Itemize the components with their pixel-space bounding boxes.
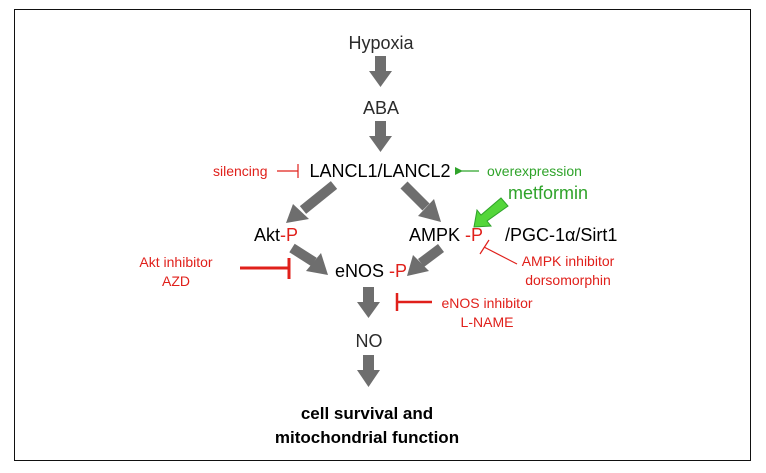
arrow-aba-to-lancl	[369, 121, 392, 152]
node-hypoxia: Hypoxia	[348, 33, 414, 53]
label-overexpression: overexpression	[487, 163, 582, 179]
ampk-phospho: -P	[465, 225, 484, 245]
enos-phospho: -P	[389, 261, 408, 281]
node-enos: eNOS -P	[335, 262, 407, 280]
arrow-lancl-to-ampk	[400, 181, 441, 222]
label-metformin: metformin	[508, 183, 589, 203]
arrow-ampk-to-enos	[407, 244, 444, 276]
node-ampk: AMPK -P	[409, 226, 483, 244]
enos-label: eNOS	[335, 261, 385, 281]
ampk-inhibitor-line	[479, 239, 518, 265]
node-aba: ABA	[362, 98, 400, 118]
arrow-no-to-outcome	[357, 355, 380, 387]
label-enos-inhibitor-drug: L-NAME	[460, 314, 514, 330]
arrow-akt-to-enos	[289, 243, 328, 275]
enos-inhibitor-line	[395, 293, 432, 311]
label-akt-inhibitor-drug: AZD	[162, 273, 190, 289]
node-pgc1a-sirt1: /PGC-1α/Sirt1	[505, 225, 618, 245]
label-ampk-inhibitor: AMPK inhibitor	[521, 253, 615, 269]
label-enos-inhibitor: eNOS inhibitor	[441, 295, 533, 311]
akt-label: Akt	[254, 225, 281, 245]
outcome-line-2: mitochondrial function	[274, 428, 460, 447]
label-akt-inhibitor: Akt inhibitor	[139, 254, 213, 270]
ampk-label: AMPK	[409, 225, 461, 245]
metformin-arrow	[473, 197, 509, 228]
arrow-enos-to-no	[357, 287, 380, 318]
silencing-inhibition-line	[277, 164, 299, 178]
node-no: NO	[355, 331, 383, 351]
outcome-line-1: cell survival and	[300, 404, 434, 423]
arrow-hypoxia-to-aba	[369, 56, 392, 87]
diagram-frame	[14, 9, 751, 461]
label-ampk-inhibitor-drug: dorsomorphin	[525, 272, 611, 288]
label-silencing: silencing	[213, 163, 268, 179]
node-akt: Akt-P	[254, 226, 298, 244]
node-lancl: LANCL1/LANCL2	[309, 161, 451, 181]
akt-inhibitor-line	[240, 258, 291, 279]
arrow-lancl-to-akt	[286, 181, 338, 223]
akt-phospho: -P	[280, 225, 299, 245]
